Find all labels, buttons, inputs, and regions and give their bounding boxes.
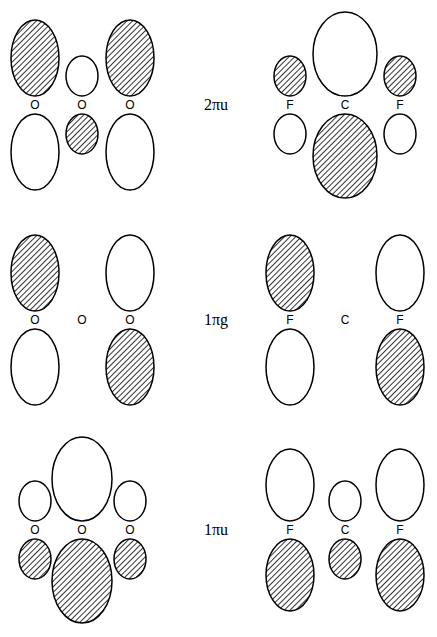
atom-label: O bbox=[30, 524, 39, 536]
atom-label: F bbox=[396, 99, 403, 111]
atom-label: F bbox=[286, 524, 293, 536]
atom-label: O bbox=[30, 314, 39, 326]
orbital-label: 1πg bbox=[204, 312, 228, 328]
atom-label: O bbox=[77, 99, 86, 111]
orbital-label: 2πu bbox=[204, 97, 228, 113]
atom-label: O bbox=[125, 314, 134, 326]
atom-label: C bbox=[341, 524, 350, 536]
atom-label: O bbox=[30, 99, 39, 111]
orbital-label: 1πu bbox=[204, 522, 228, 538]
atom-label: F bbox=[286, 314, 293, 326]
atom-label: O bbox=[125, 99, 134, 111]
atom-label: F bbox=[396, 524, 403, 536]
atom-label: C bbox=[341, 99, 350, 111]
atom-label: O bbox=[77, 314, 86, 326]
atom-label: C bbox=[341, 314, 350, 326]
atom-label: F bbox=[286, 99, 293, 111]
atom-label: O bbox=[125, 524, 134, 536]
atom-label: O bbox=[77, 524, 86, 536]
atom-label: F bbox=[396, 314, 403, 326]
